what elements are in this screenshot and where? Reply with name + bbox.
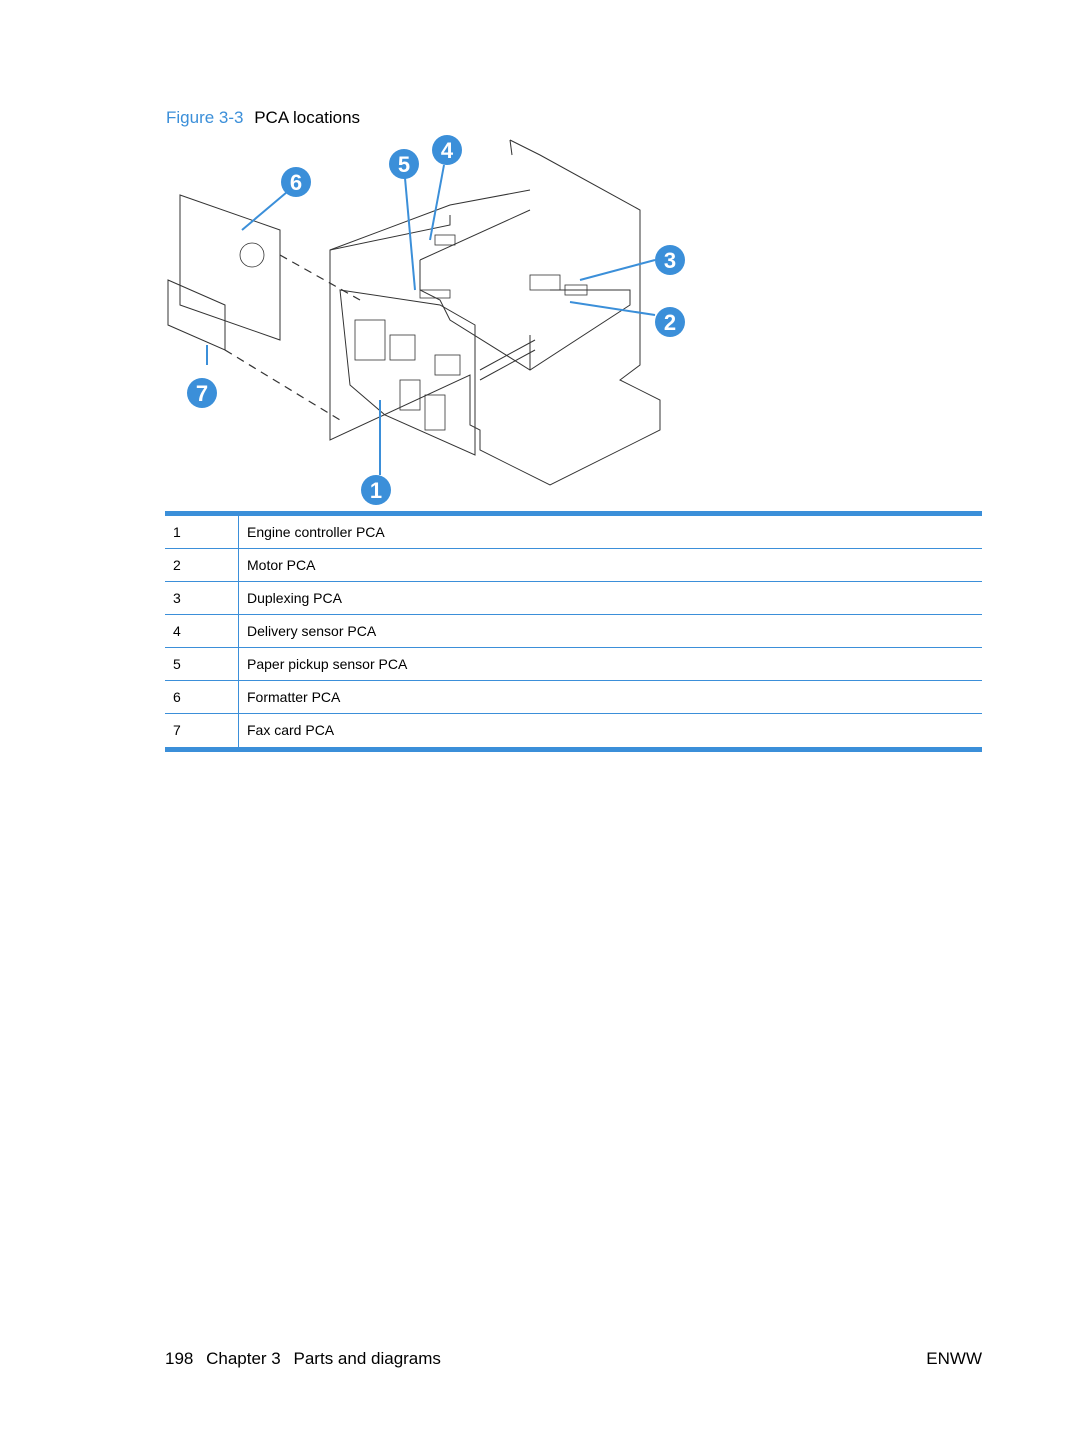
legend-number: 3 [165,582,239,614]
legend-description: Delivery sensor PCA [247,623,377,639]
legend-description: Paper pickup sensor PCA [247,656,408,672]
legend-row: 3 Duplexing PCA [165,582,982,615]
legend-row: 7 Fax card PCA [165,714,982,747]
callout-6-marker [281,167,311,197]
callout-6-label: 6 [290,170,302,195]
legend-number: 5 [165,648,239,680]
callout-5-marker [389,149,419,179]
legend-number: 7 [165,714,239,747]
legend-table: 1 Engine controller PCA 2 Motor PCA 3 Du… [165,511,982,752]
callout-5-label: 5 [398,152,410,177]
callout-7-label: 7 [196,381,208,406]
legend-row: 2 Motor PCA [165,549,982,582]
legend-description: Duplexing PCA [247,590,342,606]
callout-1-label: 1 [370,478,382,503]
legend-number: 6 [165,681,239,713]
callout-4-marker [432,135,462,165]
callout-3-marker [655,245,685,275]
page-number: 198 [165,1349,194,1368]
legend-description: Motor PCA [247,557,316,573]
legend-number: 1 [165,516,239,548]
legend-description: Engine controller PCA [247,524,385,540]
figure-caption: PCA locations [254,108,361,127]
callout-2-label: 2 [664,310,676,335]
legend-row: 6 Formatter PCA [165,681,982,714]
figure-label: Figure 3-3 [166,108,244,127]
pca-locations-diagram: 6 5 4 3 2 7 1 [167,135,685,505]
legend-row: 4 Delivery sensor PCA [165,615,982,648]
legend-number: 2 [165,549,239,581]
section-title: Parts and diagrams [293,1349,441,1368]
callout-7-marker [187,378,217,408]
callout-3-label: 3 [664,248,676,273]
figure-title: Figure 3-3 PCA locations [166,107,360,129]
page-footer: 198 Chapter 3 Parts and diagrams [165,1349,449,1369]
callout-2-marker [655,307,685,337]
callout-1-marker [361,475,391,505]
legend-row: 1 Engine controller PCA [165,516,982,549]
legend-description: Formatter PCA [247,689,341,705]
legend-row: 5 Paper pickup sensor PCA [165,648,982,681]
callout-4-label: 4 [441,138,454,163]
legend-description: Fax card PCA [247,722,335,738]
chapter-label: Chapter 3 [206,1349,281,1368]
legend-number: 4 [165,615,239,647]
footer-code: ENWW [926,1349,982,1368]
